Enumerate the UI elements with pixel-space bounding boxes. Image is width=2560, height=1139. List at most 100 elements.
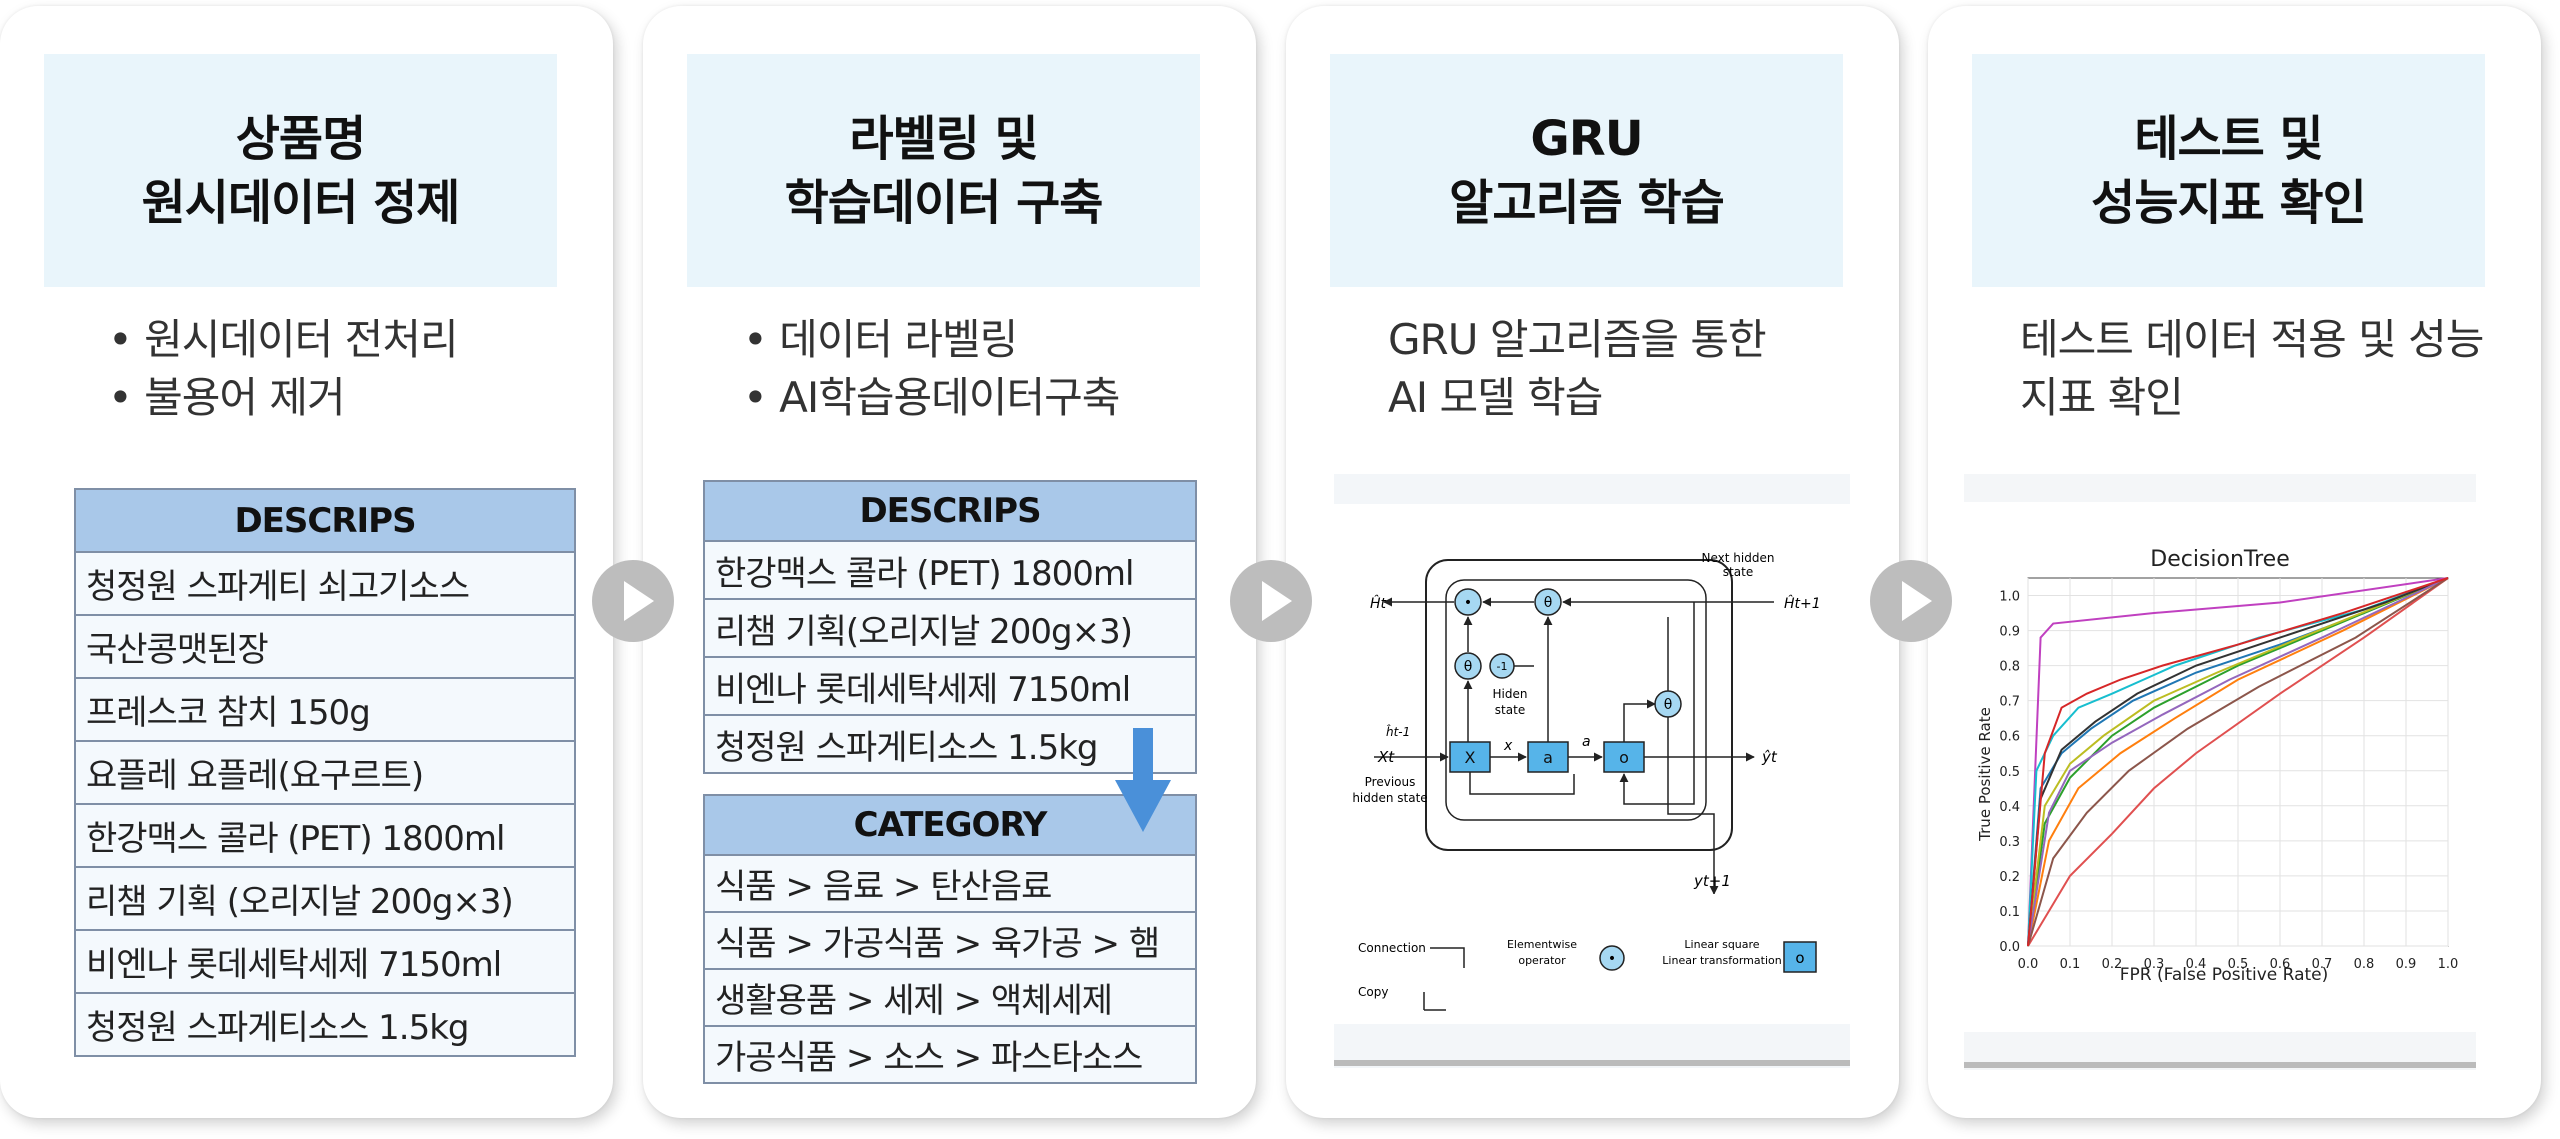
x-tick-label: 0.3 xyxy=(2144,957,2165,972)
h-out-label: Ĥt xyxy=(1370,594,1387,612)
table-row: 청정원 스파게티소스 1.5kg xyxy=(703,714,1197,774)
roc-series-5 xyxy=(2027,577,2449,947)
table-header: DESCRIPS xyxy=(74,488,576,553)
table-row: 가공식품 > 소스 > 파스타소스 xyxy=(703,1025,1197,1084)
legend-copy-label: Copy xyxy=(1358,985,1388,999)
hidden-state-label: state xyxy=(1495,703,1525,717)
table-row: 리챔 기획(오리지날 200g×3) xyxy=(703,598,1197,658)
table-row: 요플레 요플레(요구르트) xyxy=(74,740,576,805)
description-line: 지표 확인 xyxy=(2020,373,2184,422)
next-step-arrow-icon xyxy=(1870,560,1952,642)
legend-elementwise-label: operator xyxy=(1518,954,1566,967)
x-tick-label: 0.1 xyxy=(2060,957,2081,972)
descrips-table: DESCRIPS 한강맥스 콜라 (PET) 1800ml 리챔 기획(오리지날… xyxy=(703,480,1197,774)
x-axis-label: FPR (False Positive Rate) xyxy=(2120,965,2329,985)
x-tick-label: 0.6 xyxy=(2270,957,2291,972)
y-tick-label: 0.7 xyxy=(1999,695,2020,710)
legend-linear-label: Linear square xyxy=(1684,938,1759,951)
x-tick-label: 1.0 xyxy=(2438,957,2459,972)
y-tick-label: 0.1 xyxy=(1999,905,2020,920)
minus-one-symbol: -1 xyxy=(1497,660,1508,673)
y-next-label: yt+1 xyxy=(1693,872,1731,890)
y-tick-label: 0.3 xyxy=(1999,835,2020,850)
h-next-label: Ĥt+1 xyxy=(1784,594,1821,612)
elementwise-dot: • xyxy=(1608,951,1616,967)
step-description: 테스트 데이터 적용 및 성능 지표 확인 xyxy=(2020,311,2484,427)
step-description: GRU 알고리즘을 통한 AI 모델 학습 xyxy=(1388,311,1767,427)
step-header: 라벨링 및 학습데이터 구축 xyxy=(687,54,1200,287)
step-card-3: GRU 알고리즘 학습 GRU 알고리즘을 통한 AI 모델 학습 X a o xyxy=(1286,6,1899,1118)
bullet-item: AI학습용데이터구축 xyxy=(743,369,1120,427)
gate-x-label: X xyxy=(1465,748,1476,767)
step-card-2: 라벨링 및 학습데이터 구축 데이터 라벨링 AI학습용데이터구축 DESCRI… xyxy=(643,6,1256,1118)
bullet-item: 데이터 라벨링 xyxy=(743,311,1119,369)
category-table: CATEGORY 식품 > 음료 > 탄산음료 식품 > 가공식품 > 육가공 … xyxy=(703,794,1197,1084)
bullet-item: 원시데이터 전처리 xyxy=(108,311,458,369)
table-row: 식품 > 음료 > 탄산음료 xyxy=(703,854,1197,913)
prev-hidden-label: hidden state xyxy=(1352,791,1427,805)
y-tick-label: 0.6 xyxy=(1999,730,2020,745)
table-row: 비엔나 롯데세탁세제 7150ml xyxy=(703,656,1197,716)
step-title-line: GRU xyxy=(1530,110,1643,167)
step-card-1: 상품명 원시데이터 정제 원시데이터 전처리 불용어 제거 DESCRIPS 청… xyxy=(0,6,613,1118)
legend-linear-label: Linear transformation xyxy=(1662,954,1781,967)
hidden-state-label: Hiden xyxy=(1493,687,1528,701)
y-tick-label: 0.9 xyxy=(1999,625,2020,640)
roc-series-11 xyxy=(2027,577,2449,947)
roc-series-7 xyxy=(2027,577,2449,947)
next-step-arrow-icon xyxy=(1230,560,1312,642)
gru-diagram-panel: X a o • θ θ -1 θ xyxy=(1334,474,1850,1068)
step-title-line: 라벨링 및 xyxy=(849,110,1038,167)
y-tick-label: 0.8 xyxy=(1999,660,2020,675)
gru-diagram: X a o • θ θ -1 θ xyxy=(1334,504,1850,1066)
legend-connection-label: Connection xyxy=(1358,941,1426,955)
table-row: 생활용품 > 세제 > 액체세제 xyxy=(703,968,1197,1027)
table-row: 한강맥스 콜라 (PET) 1800ml xyxy=(703,540,1197,600)
step-header: GRU 알고리즘 학습 xyxy=(1330,54,1843,287)
table-row: 한강맥스 콜라 (PET) 1800ml xyxy=(74,803,576,868)
x-t-label: Xt xyxy=(1377,748,1395,766)
bullet-item: 불용어 제거 xyxy=(108,369,458,427)
y-tick-label: 0.4 xyxy=(1999,800,2020,815)
step-title-line: 학습데이터 구축 xyxy=(784,174,1104,231)
step-description: 원시데이터 전처리 불용어 제거 xyxy=(108,311,458,427)
y-tick-label: 0.5 xyxy=(1999,765,2020,780)
step-title-line: 알고리즘 학습 xyxy=(1449,174,1725,231)
x-tick-label: 0.4 xyxy=(2186,957,2207,972)
prev-hidden-label: Previous xyxy=(1365,775,1416,789)
roc-series-8 xyxy=(2027,577,2449,947)
description-line: AI 모델 학습 xyxy=(1388,373,1603,422)
down-arrow-icon xyxy=(1115,728,1171,832)
theta-symbol: θ xyxy=(1464,659,1473,675)
a-label: a xyxy=(1582,734,1591,750)
step-header: 상품명 원시데이터 정제 xyxy=(44,54,557,287)
elementwise-dot: • xyxy=(1464,595,1472,611)
step-title-line: 원시데이터 정제 xyxy=(141,174,461,231)
table-row: 국산콩맷된장 xyxy=(74,614,576,679)
gate-o-label: o xyxy=(1619,748,1629,767)
table-header: DESCRIPS xyxy=(703,480,1197,542)
roc-series-9 xyxy=(2027,577,2449,947)
step-header: 테스트 및 성능지표 확인 xyxy=(1972,54,2485,287)
table-row: 비엔나 롯데세탁세제 7150ml xyxy=(74,929,576,994)
description-line: GRU 알고리즘을 통한 xyxy=(1388,315,1767,364)
y-tick-label: 0.2 xyxy=(1999,870,2020,885)
x-tick-label: 0.0 xyxy=(2018,957,2039,972)
theta-symbol: θ xyxy=(1664,697,1673,713)
step-title-line: 성능지표 확인 xyxy=(2091,174,2367,231)
step-title-line: 테스트 및 xyxy=(2134,110,2323,167)
y-axis-label: True Positive Rate xyxy=(1976,707,1994,842)
gate-a-label: a xyxy=(1543,748,1553,767)
table-header: CATEGORY xyxy=(703,794,1197,856)
y-hat-label: ŷt xyxy=(1761,748,1778,766)
roc-series-6 xyxy=(2027,577,2449,947)
legend-elementwise-label: Elementwise xyxy=(1507,938,1577,951)
step-description: 데이터 라벨링 AI학습용데이터구축 xyxy=(743,311,1120,427)
h-prev-label: ĥt-1 xyxy=(1386,724,1410,739)
legend-o-label: o xyxy=(1795,949,1804,967)
table-row: 청정원 스파게티 쇠고기소스 xyxy=(74,551,576,616)
x-label: x xyxy=(1503,738,1513,754)
next-hidden-label: Next hidden xyxy=(1702,551,1775,565)
